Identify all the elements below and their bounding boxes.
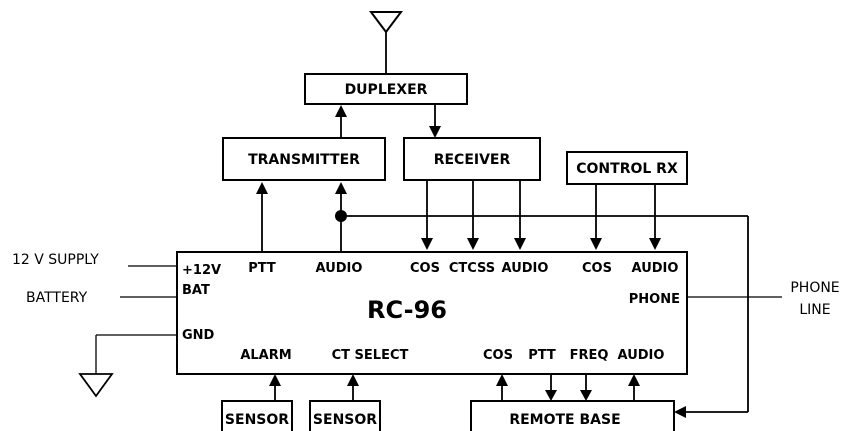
sensor-block-2: SENSOR <box>309 400 381 431</box>
control-rx-label: CONTROL RX <box>576 161 678 177</box>
duplexer-to-rx-link <box>429 104 441 138</box>
pin-rx-audio: AUDIO <box>502 261 549 276</box>
ground-wire <box>95 334 177 374</box>
remote-base-links <box>496 374 640 401</box>
pin-alarm: ALARM <box>240 348 291 363</box>
pin-ctcss: CTCSS <box>449 261 495 276</box>
sensor-2-label: SENSOR <box>313 412 377 428</box>
pin-control-audio: AUDIO <box>632 261 679 276</box>
rc96-label: RC-96 <box>367 296 447 324</box>
control-rx-block: CONTROL RX <box>566 151 688 185</box>
pin-rb-cos: COS <box>483 348 513 363</box>
pin-cos: COS <box>410 261 440 276</box>
remote-base-block: REMOTE BASE <box>470 400 675 431</box>
sensor-block-1: SENSOR <box>221 400 293 431</box>
pin-rb-freq: FREQ <box>570 348 609 363</box>
pin-control-cos: COS <box>582 261 612 276</box>
antenna-icon <box>369 11 403 74</box>
pin-ptt: PTT <box>248 261 276 276</box>
battery-label: BATTERY <box>26 290 88 306</box>
remote-base-label: REMOTE BASE <box>509 412 620 428</box>
phone-line-label-2: LINE <box>799 302 830 318</box>
pin-audio: AUDIO <box>316 261 363 276</box>
ptt-to-tx-link <box>256 182 268 252</box>
transmitter-block: TRANSMITTER <box>222 137 386 181</box>
transmitter-label: TRANSMITTER <box>248 152 360 168</box>
receiver-label: RECEIVER <box>434 152 511 168</box>
pin-rb-ptt: PTT <box>528 348 556 363</box>
tx-to-duplexer-link <box>335 105 347 138</box>
pin-bat: BAT <box>182 283 210 298</box>
rc96-controller-block: RC-96 <box>176 251 688 375</box>
supply-label: 12 V SUPPLY <box>12 252 99 268</box>
pin-gnd: GND <box>182 328 215 343</box>
phone-line-label-1: PHONE <box>790 280 839 296</box>
control-rx-to-rc96-links <box>590 184 661 250</box>
audio-to-tx-link <box>335 182 749 418</box>
duplexer-block: DUPLEXER <box>304 73 468 105</box>
junction-dot <box>335 210 347 222</box>
ground-icon <box>78 373 114 398</box>
pin-phone: PHONE <box>629 292 680 307</box>
rx-to-rc96-links <box>421 180 526 250</box>
pin-plus12v: +12V <box>182 263 221 278</box>
pin-ct-select: CT SELECT <box>332 348 409 363</box>
sensor1-to-alarm-link <box>269 374 281 401</box>
receiver-block: RECEIVER <box>403 137 541 181</box>
duplexer-label: DUPLEXER <box>345 82 428 98</box>
sensor2-to-ctselect-link <box>347 374 359 401</box>
pin-rb-audio: AUDIO <box>618 348 665 363</box>
sensor-1-label: SENSOR <box>225 412 289 428</box>
